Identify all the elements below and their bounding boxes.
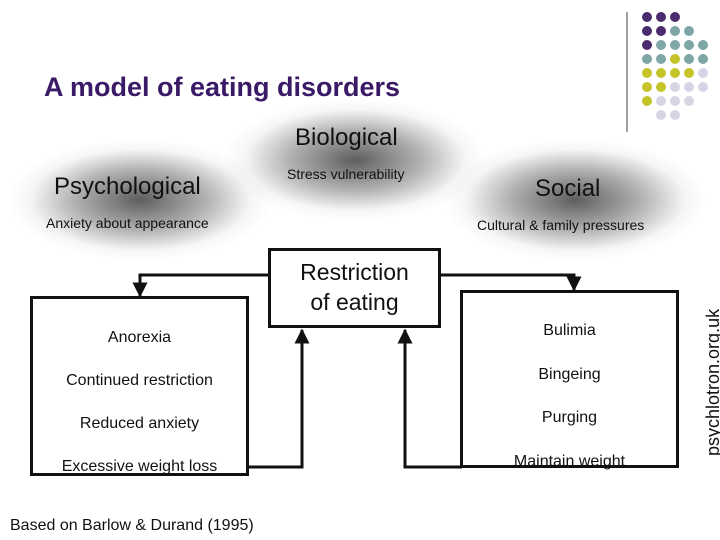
psychological-subtitle: Anxiety about appearance [46, 215, 209, 231]
restriction-of-eating-box: Restriction of eating [268, 248, 441, 328]
anorexia-step-continued-restriction: Continued restriction [66, 372, 213, 389]
anorexia-box: Anorexia Continued restriction Reduced a… [30, 296, 249, 476]
bulimia-step-bingeing: Bingeing [538, 366, 601, 383]
restriction-line-1: Restriction [300, 259, 409, 286]
bulimia-step-maintain-weight: Maintain weight [513, 453, 626, 470]
arrow-anorexia-feedback [247, 328, 310, 469]
social-shadow [445, 140, 705, 260]
psychological-shadow [10, 140, 270, 260]
biological-title: Biological [295, 124, 398, 151]
anorexia-step-reduced-anxiety: Reduced anxiety [79, 415, 200, 432]
decorative-dot-grid [0, 0, 720, 140]
arrow-bulimia-feedback [397, 328, 462, 469]
psychological-title: Psychological [54, 173, 201, 200]
anorexia-heading: Anorexia [107, 329, 172, 346]
biological-subtitle: Stress vulnerability [287, 166, 405, 182]
bulimia-step-purging: Purging [541, 409, 598, 426]
restriction-line-2: of eating [310, 289, 399, 315]
bulimia-heading: Bulimia [543, 322, 596, 339]
decorative-divider-line [626, 12, 628, 132]
page-title: A model of eating disorders [44, 72, 401, 102]
source-citation: Based on Barlow & Durand (1995) [10, 517, 254, 534]
arrow-restriction-to-anorexia [132, 273, 270, 298]
social-subtitle: Cultural & family pressures [477, 217, 645, 233]
anorexia-step-weight-loss: Excessive weight loss [61, 458, 218, 475]
site-watermark: psychlotron.org.uk [703, 308, 720, 456]
arrow-restriction-to-bulimia [439, 273, 582, 292]
social-title: Social [535, 175, 601, 202]
bulimia-box: Bulimia Bingeing Purging Maintain weight [460, 290, 679, 470]
